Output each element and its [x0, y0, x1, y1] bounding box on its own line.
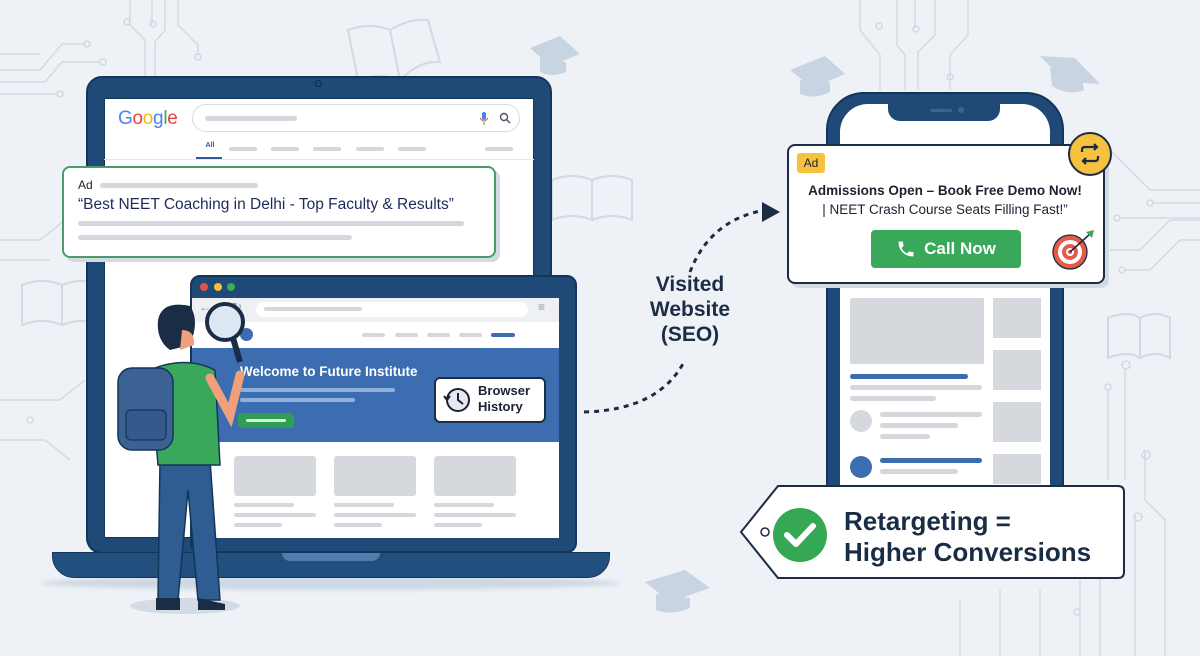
- hero-title: Welcome to Future Institute: [240, 364, 418, 379]
- tab-placeholder[interactable]: [229, 147, 257, 151]
- minimize-window-dot[interactable]: [214, 283, 222, 291]
- feed-avatar[interactable]: [850, 410, 872, 432]
- laptop-trackpad-notch: [282, 552, 380, 561]
- phone-icon: [898, 241, 914, 257]
- retargeting-result-tag: [739, 485, 1125, 579]
- phone-notch: [888, 103, 1000, 121]
- google-logo[interactable]: Google: [118, 108, 178, 129]
- feed-avatar[interactable]: [850, 456, 872, 478]
- site-nav-link[interactable]: [459, 333, 482, 337]
- search-input[interactable]: [192, 104, 520, 132]
- site-nav-link[interactable]: [362, 333, 385, 337]
- laptop-camera: [315, 80, 322, 87]
- menu-icon[interactable]: ≡: [538, 300, 546, 314]
- mobile-retargeting-ad[interactable]: [787, 144, 1105, 284]
- hero-text-line: [240, 388, 395, 392]
- address-bar[interactable]: [256, 302, 528, 317]
- phone-speaker: [930, 109, 952, 112]
- site-nav-link[interactable]: [395, 333, 418, 337]
- phone-camera: [958, 107, 964, 113]
- ad-badge: Ad: [797, 153, 825, 173]
- site-nav-cta[interactable]: [491, 333, 515, 337]
- feed-side-thumb[interactable]: [993, 298, 1041, 338]
- mobile-ad-subheadline: | NEET Crash Course Seats Filling Fast!”: [822, 202, 1068, 217]
- content-card-thumb[interactable]: [334, 456, 416, 496]
- retargeting-result-text: Retargeting =Higher Conversions: [844, 506, 1092, 567]
- check-circle-icon: [773, 508, 827, 562]
- retarget-loop-icon: [1068, 132, 1112, 176]
- call-now-label: Call Now: [924, 239, 996, 258]
- history-clock-icon: [443, 388, 470, 412]
- hero-cta-button[interactable]: [238, 413, 294, 428]
- site-logo[interactable]: [240, 328, 253, 341]
- content-card-thumb[interactable]: [234, 456, 316, 496]
- ad-url-placeholder: [100, 183, 258, 188]
- hero-text-line: [240, 398, 355, 402]
- back-arrow-icon[interactable]: ←: [199, 300, 211, 314]
- feed-image-placeholder[interactable]: [850, 298, 984, 364]
- flow-arrow: [583, 202, 780, 414]
- close-window-dot[interactable]: [200, 283, 208, 291]
- search-icon[interactable]: [499, 112, 511, 124]
- feed-side-thumb[interactable]: [993, 402, 1041, 442]
- ad-label: Ad: [78, 178, 93, 192]
- tab-placeholder[interactable]: [313, 147, 341, 151]
- tab-placeholder[interactable]: [356, 147, 384, 151]
- tab-all-indicator: [196, 157, 222, 159]
- call-now-button[interactable]: Call Now: [871, 230, 1021, 268]
- site-nav-link[interactable]: [427, 333, 450, 337]
- mobile-ad-headline: Admissions Open – Book Free Demo Now!: [808, 183, 1082, 198]
- feed-side-thumb[interactable]: [993, 454, 1041, 484]
- feed-side-thumb[interactable]: [993, 350, 1041, 390]
- tab-placeholder[interactable]: [398, 147, 426, 151]
- student-with-magnifier-illustration: [117, 302, 245, 614]
- tab-all[interactable]: All: [205, 142, 215, 149]
- maximize-window-dot[interactable]: [227, 283, 235, 291]
- target-icon: [1052, 230, 1094, 270]
- browser-history-badge: [434, 377, 546, 423]
- ad-description-line: [78, 235, 352, 240]
- laptop-shadow: [40, 576, 620, 590]
- ad-headline-link[interactable]: “Best NEET Coaching in Delhi - Top Facul…: [78, 196, 454, 213]
- tools-placeholder[interactable]: [485, 147, 513, 151]
- search-ad-card[interactable]: [62, 166, 496, 258]
- content-card-thumb[interactable]: [434, 456, 516, 496]
- tab-placeholder[interactable]: [271, 147, 299, 151]
- tabs-divider: [104, 159, 534, 160]
- ad-description-line: [78, 221, 464, 226]
- microphone-icon[interactable]: [479, 112, 489, 126]
